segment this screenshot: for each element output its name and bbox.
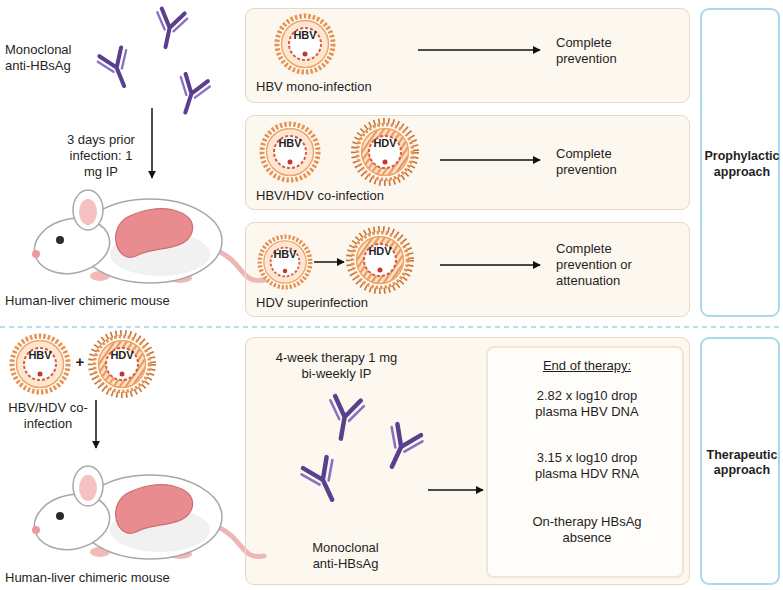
approach-box: Prophylactic approach	[700, 8, 780, 317]
result-text: 3.15 x log10 drop plasma HDV RNA	[517, 450, 657, 482]
virus-label: HBV	[285, 29, 325, 42]
infection-label: HBV/HDV co-infection	[8, 400, 88, 432]
outcome-text: Complete prevention	[556, 35, 666, 67]
result-heading: End of therapy:	[492, 358, 682, 374]
virus-label: HDV	[102, 349, 142, 362]
dosing-text: 4-week therapy 1 mg bi-weekly IP	[274, 350, 399, 382]
result-box: End of therapy: 2.82 x log10 drop plasma …	[486, 346, 684, 578]
outcome-text: Complete prevention or attenuation	[556, 241, 666, 289]
scenario-label: HDV superinfection	[256, 295, 456, 311]
panel-fill	[245, 115, 690, 210]
antibody-label: Monoclonal anti-HBsAg	[298, 540, 393, 572]
approach-box: Therapeutic approach	[700, 337, 780, 585]
virus-label: HBV	[265, 248, 305, 261]
virus-label: HDV	[360, 245, 400, 258]
panel-fill	[245, 222, 690, 317]
scenario-label: HBV mono-infection	[256, 79, 456, 95]
therapy-panel: 4-week therapy 1 mg bi-weekly IP Monoclon…	[245, 337, 690, 585]
dosing-text: 3 days prior infection: 1 mg IP	[60, 132, 142, 180]
virus-label: HBV	[20, 349, 60, 362]
scenario-panel: HDV superinfection Complete prevention or…	[245, 222, 690, 317]
outcome-text: Complete prevention	[556, 146, 666, 178]
scenario-panel: HBV/HDV co-infection Complete prevention	[245, 115, 690, 210]
result-text: On-therapy HBsAg absence	[517, 514, 657, 546]
plus-sign: +	[72, 353, 88, 371]
virus-label: HDV	[365, 137, 405, 150]
panel-fill	[245, 8, 690, 103]
model-label: Human-liver chimeric mouse	[5, 293, 225, 309]
model-label: Human-liver chimeric mouse	[5, 570, 225, 586]
scenario-panel: HBV mono-infection Complete prevention	[245, 8, 690, 103]
result-text: 2.82 x log10 drop plasma HBV DNA	[517, 388, 657, 420]
antibody-label: Monoclonal anti-HBsAg	[5, 42, 90, 74]
approach-title: Therapeutic approach	[704, 448, 780, 479]
virus-label: HBV	[270, 137, 310, 150]
approach-title: Prophylactic approach	[704, 149, 780, 180]
panel-fill	[245, 337, 690, 585]
scenario-label: HBV/HDV co-infection	[256, 188, 456, 204]
